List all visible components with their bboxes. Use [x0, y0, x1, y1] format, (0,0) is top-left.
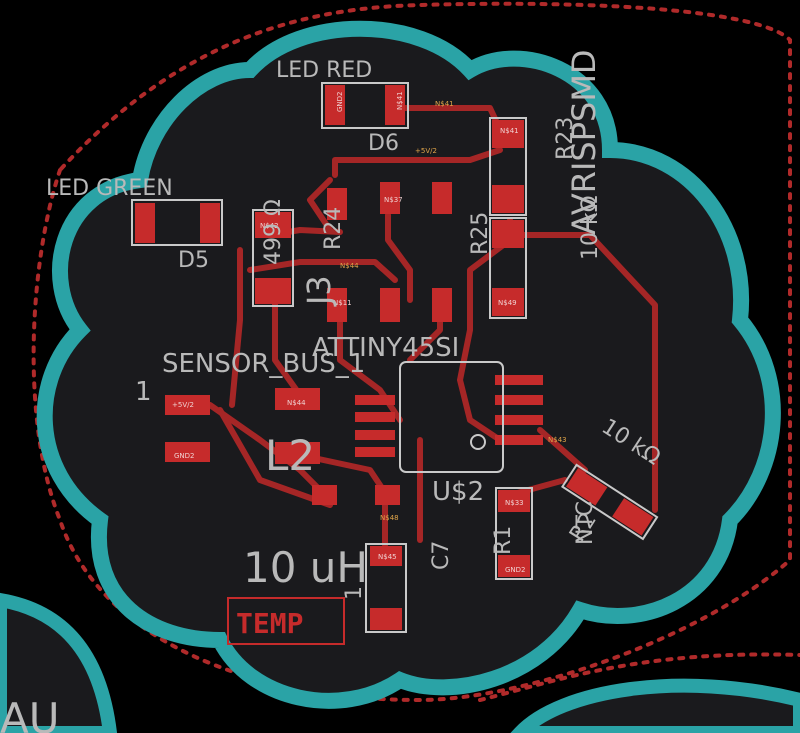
label-r25: R25: [468, 212, 493, 255]
pad-net-n42: N$42: [260, 222, 279, 230]
label-one-a: 1: [135, 377, 152, 407]
svg-text:N$41: N$41: [396, 91, 404, 110]
pads: GND2 N$41: [131, 82, 659, 633]
label-led-red: LED RED: [276, 58, 372, 83]
label-r24: R24: [321, 207, 346, 250]
trace-net-v5: +5V/2: [415, 147, 437, 155]
pad-net-n49: N$49: [498, 299, 517, 307]
temp-marker-box: [227, 597, 345, 645]
label-499-ohm: 499 Ω: [261, 199, 286, 265]
pad-net-v5: +5V/2: [172, 401, 194, 409]
pad-net-n37: N$37: [384, 196, 403, 204]
trace-net-n48: N$48: [380, 514, 399, 522]
keepout-outline-lower: [478, 652, 800, 702]
neighbor-board-right: [510, 678, 800, 733]
label-u2: U$2: [432, 477, 484, 507]
label-r23: R23: [553, 117, 578, 160]
neighbor-board-left: [0, 592, 118, 733]
keepout-outline: [31, 1, 792, 703]
trace-net-n44: N$44: [340, 262, 359, 270]
label-avrisp: AVRISPSMD: [565, 49, 603, 235]
label-one-b: 1: [342, 586, 367, 600]
label-d5: D5: [178, 248, 209, 273]
label-10uh: 10 uH: [243, 543, 368, 592]
trace-net-n41: N$41: [435, 100, 454, 108]
label-ntc: NTC: [573, 501, 598, 545]
label-attiny: ATTINY45SI: [312, 333, 459, 363]
temp-marker-label: TEMP: [236, 607, 303, 640]
pad-net-gnd-r1: GND2: [505, 566, 526, 574]
label-j3: J3: [300, 275, 338, 307]
label-c7: C7: [429, 541, 454, 570]
label-sensor-bus: SENSOR_BUS_1: [162, 349, 365, 379]
trace-net-n43: N$43: [548, 436, 567, 444]
label-r1: R1: [491, 526, 516, 555]
pad-net-n11: N$11: [333, 299, 352, 307]
pad-net-n45: N$45: [378, 553, 397, 561]
label-led-green: LED GREEN: [46, 176, 173, 201]
label-d6: D6: [368, 131, 399, 156]
label-10k-a: 10 kΩ: [578, 195, 603, 260]
label-au: AU: [0, 694, 59, 733]
pad-net-gnd: GND2: [174, 452, 195, 460]
board-outline: [36, 20, 781, 709]
label-l2: L2: [265, 431, 315, 480]
svg-text:GND2: GND2: [336, 91, 344, 112]
pad-net-n33: N$33: [505, 499, 524, 507]
pad-net-n41: N$41: [500, 127, 519, 135]
pad-net-n44: N$44: [287, 399, 306, 407]
